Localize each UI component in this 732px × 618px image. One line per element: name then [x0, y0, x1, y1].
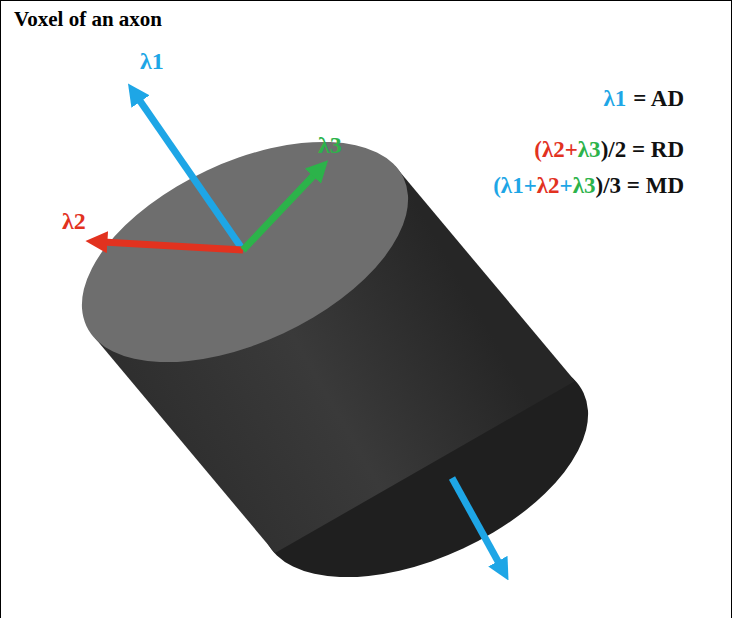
cylinder-top-face	[48, 96, 441, 407]
formula-term: )/3 = MD	[596, 173, 684, 198]
formula-term: λ2	[542, 137, 565, 162]
formula-term: λ2	[537, 173, 560, 198]
lambda3-arrow	[243, 173, 316, 250]
formula-line: (λ2+λ3)/2 = RD	[534, 137, 684, 162]
formula-term: (	[534, 137, 542, 162]
formula-term: +	[565, 137, 578, 162]
formula-term: (	[493, 173, 501, 198]
formula-term: = AD	[633, 86, 684, 111]
formula-term: )/2 = RD	[601, 137, 684, 162]
formula-term: λ1	[501, 173, 524, 198]
formula-line: (λ1+λ2+λ3)/3 = MD	[493, 173, 684, 198]
figure-title: Voxel of an axon	[14, 8, 162, 31]
radial-eigenvalue-label: λ3	[318, 132, 342, 158]
formula-line: λ1 = AD	[603, 86, 684, 111]
formula-term: λ3	[578, 137, 601, 162]
formula-term: λ3	[573, 173, 596, 198]
lambda1-arrow	[138, 98, 243, 250]
formula-term: λ1	[603, 86, 626, 111]
radial-eigenvalue-label: λ2	[62, 208, 86, 234]
formula-term: +	[560, 173, 573, 198]
axial-arrow-exit	[452, 478, 500, 565]
formula-term: +	[524, 173, 537, 198]
axial-eigenvalue-label: λ1	[140, 48, 164, 74]
lambda2-arrow	[103, 242, 243, 250]
